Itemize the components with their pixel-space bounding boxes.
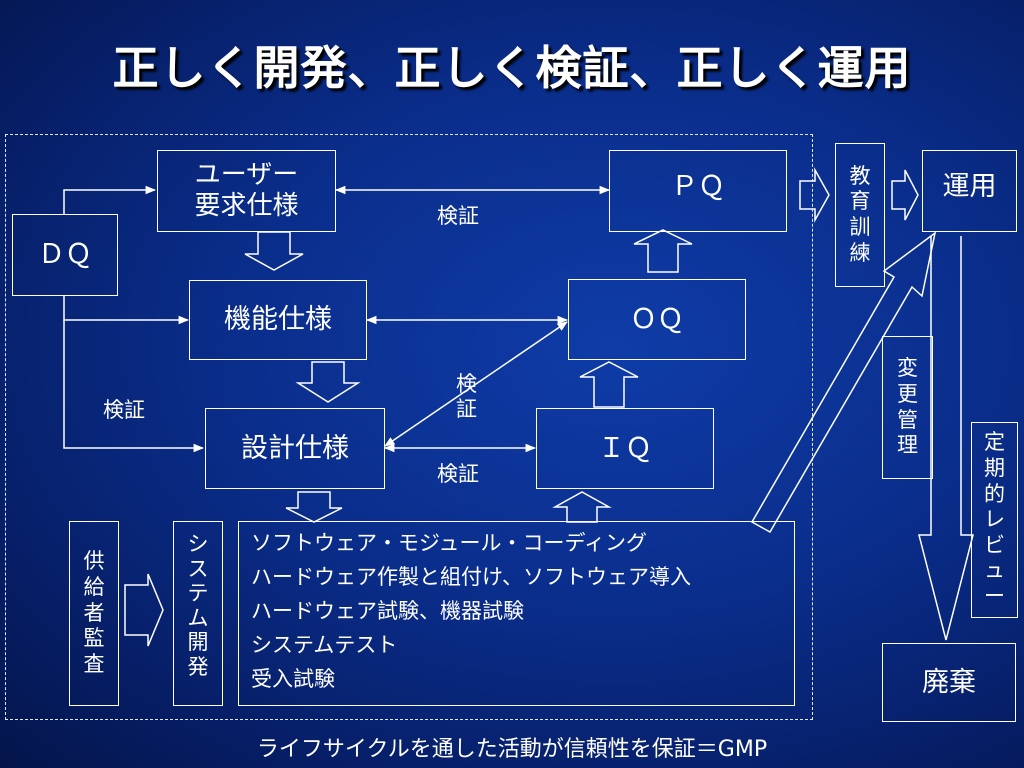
- supplier-audit-box: 供 給 者 監 査: [69, 521, 119, 706]
- task-item: ソフトウェア・モジュール・コーディング: [251, 531, 648, 555]
- dq-to-design-line: [63, 320, 205, 453]
- disposal-label: 廃棄: [922, 666, 976, 698]
- pq-box: ＰＱ: [609, 150, 787, 232]
- verify-label-top: 検証: [437, 204, 479, 228]
- tasks-to-operation-block-arrow: [750, 231, 937, 534]
- change-control-char: 理: [897, 433, 918, 458]
- oq-label: ＯＱ: [630, 303, 684, 335]
- page-title: 正しく開発、正しく検証、正しく運用: [112, 41, 912, 95]
- change-control-char: 管: [897, 407, 918, 432]
- supplier-audit-char: 監: [83, 626, 105, 651]
- system-development-char: 発: [187, 654, 209, 679]
- oq-box: ＯＱ: [568, 279, 746, 360]
- supplier-audit-char: 給: [83, 575, 105, 600]
- disposal-box: 廃棄: [882, 643, 1016, 722]
- footer-caption: ライフサイクルを通した活動が信頼性を保証＝GMP: [256, 737, 768, 762]
- dq-box: ＤＱ: [12, 214, 118, 296]
- development-tasks-box: ソフトウェア・モジュール・コーディング ハードウェア作製と組付け、ソフトウェア導…: [238, 521, 795, 706]
- oq-up-block-arrow: [633, 229, 693, 273]
- periodic-review-char: ュ: [984, 558, 1005, 583]
- verify-label-iq: 検証: [437, 462, 479, 486]
- tasks-up-block-arrow: [552, 491, 612, 523]
- system-development-char: シ: [187, 532, 209, 556]
- periodic-review-char: 的: [984, 481, 1005, 506]
- operation-box: 運用: [922, 150, 1017, 232]
- task-item: 受入試験: [251, 667, 335, 691]
- design-spec-label: 設計仕様: [241, 432, 349, 464]
- user-requirements-box: ユーザー 要求仕様: [157, 150, 336, 232]
- supplier-audit-to-system-dev-block-arrow: [124, 573, 164, 647]
- system-development-box: シ ス テ ム 開 発: [173, 521, 223, 706]
- pq-label: ＰＱ: [671, 171, 725, 202]
- pq-to-training-block-arrow: [799, 167, 830, 223]
- task-item: ハードウェア作製と組付け、ソフトウェア導入: [251, 565, 691, 589]
- operation-to-disposal-block-arrow: [918, 236, 974, 641]
- development-frame: [5, 134, 813, 720]
- supplier-audit-char: 査: [83, 651, 105, 676]
- system-development-char: 開: [187, 630, 209, 655]
- functional-spec-label: 機能仕様: [224, 304, 332, 336]
- functional-spec-box: 機能仕様: [189, 280, 367, 360]
- system-development-char: ム: [187, 605, 209, 630]
- user-requirements-line2: 要求仕様: [194, 191, 299, 221]
- training-box: 教 育 訓 練: [835, 143, 885, 287]
- operation-label: 運用: [942, 171, 997, 202]
- task-item: ハードウェア試験、機器試験: [251, 599, 524, 623]
- dq-to-user-req-line: [63, 185, 157, 215]
- verify-diag-char: 証: [456, 397, 477, 422]
- system-development-char: ス: [187, 556, 209, 581]
- change-control-box: 変 更 管 理: [882, 336, 933, 479]
- change-control-char: 変: [897, 356, 918, 381]
- iq-label: ＩＱ: [598, 432, 652, 464]
- iq-up-block-arrow: [579, 361, 639, 408]
- design-down-block-arrow: [285, 491, 343, 523]
- user-req-down-block-arrow: [244, 231, 304, 271]
- task-item: システムテスト: [251, 633, 398, 657]
- user-requirements-line1: ユーザー: [194, 160, 299, 191]
- periodic-review-char: 定: [984, 430, 1005, 455]
- design-spec-box: 設計仕様: [205, 408, 385, 489]
- training-char: 訓: [849, 215, 871, 239]
- system-development-char: テ: [187, 581, 209, 606]
- periodic-review-box: 定 期 的 レ ビ ュ ー: [971, 422, 1018, 618]
- dq-label: ＤＱ: [38, 239, 92, 271]
- design-oq-verify-line: [384, 321, 568, 447]
- supplier-audit-char: 供: [83, 549, 105, 574]
- functional-down-block-arrow: [295, 361, 361, 403]
- verify-diag-char: 検: [456, 372, 477, 396]
- training-to-operation-block-arrow: [891, 169, 919, 221]
- training-char: 育: [849, 189, 871, 214]
- change-control-char: 更: [897, 381, 918, 406]
- supplier-audit-char: 者: [83, 600, 105, 625]
- periodic-review-char: ー: [984, 584, 1005, 609]
- verify-label-diagonal: 検 証: [456, 372, 477, 422]
- iq-box: ＩＱ: [536, 408, 714, 489]
- training-char: 練: [849, 240, 871, 265]
- training-char: 教: [849, 163, 871, 188]
- periodic-review-char: レ: [984, 507, 1005, 532]
- verify-label-left: 検証: [103, 398, 145, 422]
- dq-to-functional-line: [63, 296, 190, 325]
- periodic-review-char: ビ: [984, 532, 1005, 557]
- periodic-review-char: 期: [984, 455, 1005, 480]
